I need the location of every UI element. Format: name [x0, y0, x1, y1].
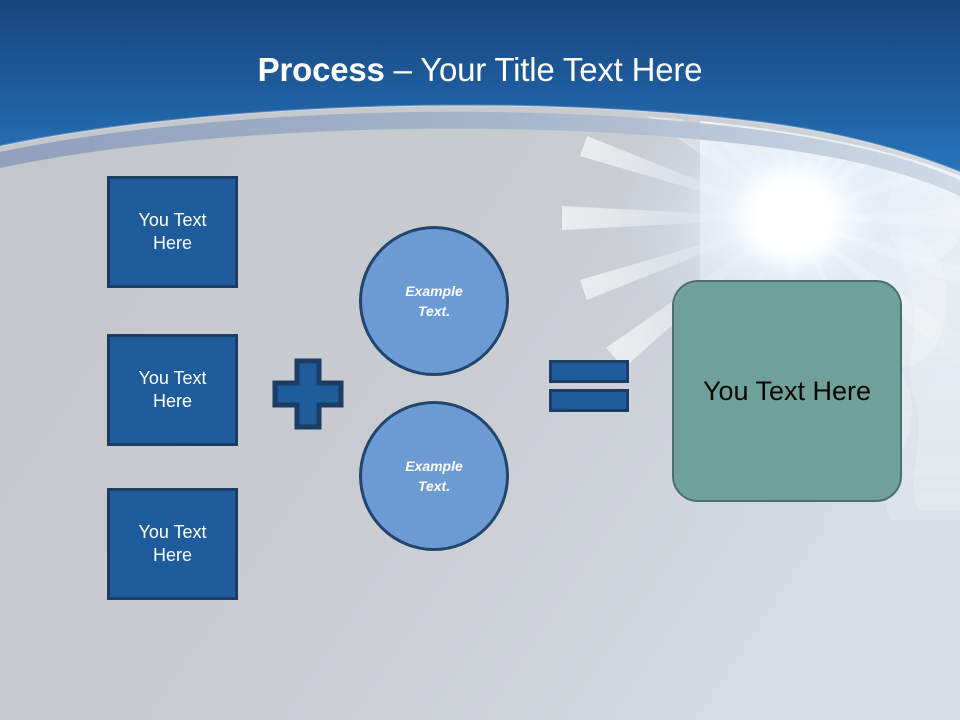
circle-1-label: Example Text.: [405, 281, 463, 321]
input-box-2-line1: You Text: [138, 368, 207, 388]
circle-1-line2: Text.: [417, 303, 451, 319]
result-box-label: You Text Here: [702, 376, 872, 406]
circle-1-line1: Example: [405, 283, 463, 299]
input-box-1-line2: Here: [152, 233, 192, 253]
equals-operator: [549, 360, 629, 412]
input-box-1-label: You Text Here: [138, 209, 206, 255]
page-title: Process – Your Title Text Here: [258, 50, 703, 90]
input-box-3-line1: You Text: [138, 522, 207, 542]
plus-icon: [272, 358, 344, 430]
page-title-rest: – Your Title Text Here: [384, 51, 703, 88]
slide-title: Process – Your Title Text Here: [0, 50, 960, 90]
result-box[interactable]: You Text Here: [672, 280, 902, 502]
circle-2-line1: Example: [405, 458, 463, 474]
circle-2-line2: Text.: [417, 478, 451, 494]
plus-operator: [272, 358, 344, 430]
input-box-2-label: You Text Here: [138, 367, 206, 413]
input-box-3-label: You Text Here: [138, 521, 206, 567]
equals-icon-bar-top: [549, 360, 629, 383]
circle-2[interactable]: Example Text.: [359, 401, 509, 551]
circle-2-label: Example Text.: [405, 456, 463, 496]
input-box-1-line1: You Text: [138, 210, 207, 230]
input-box-3[interactable]: You Text Here: [107, 488, 238, 600]
circle-1[interactable]: Example Text.: [359, 226, 509, 376]
input-box-3-line2: Here: [152, 545, 192, 565]
input-box-2[interactable]: You Text Here: [107, 334, 238, 446]
page-title-strong: Process: [257, 51, 385, 88]
equals-icon-bar-bottom: [549, 389, 629, 412]
input-box-2-line2: Here: [152, 391, 192, 411]
input-box-1[interactable]: You Text Here: [107, 176, 238, 288]
